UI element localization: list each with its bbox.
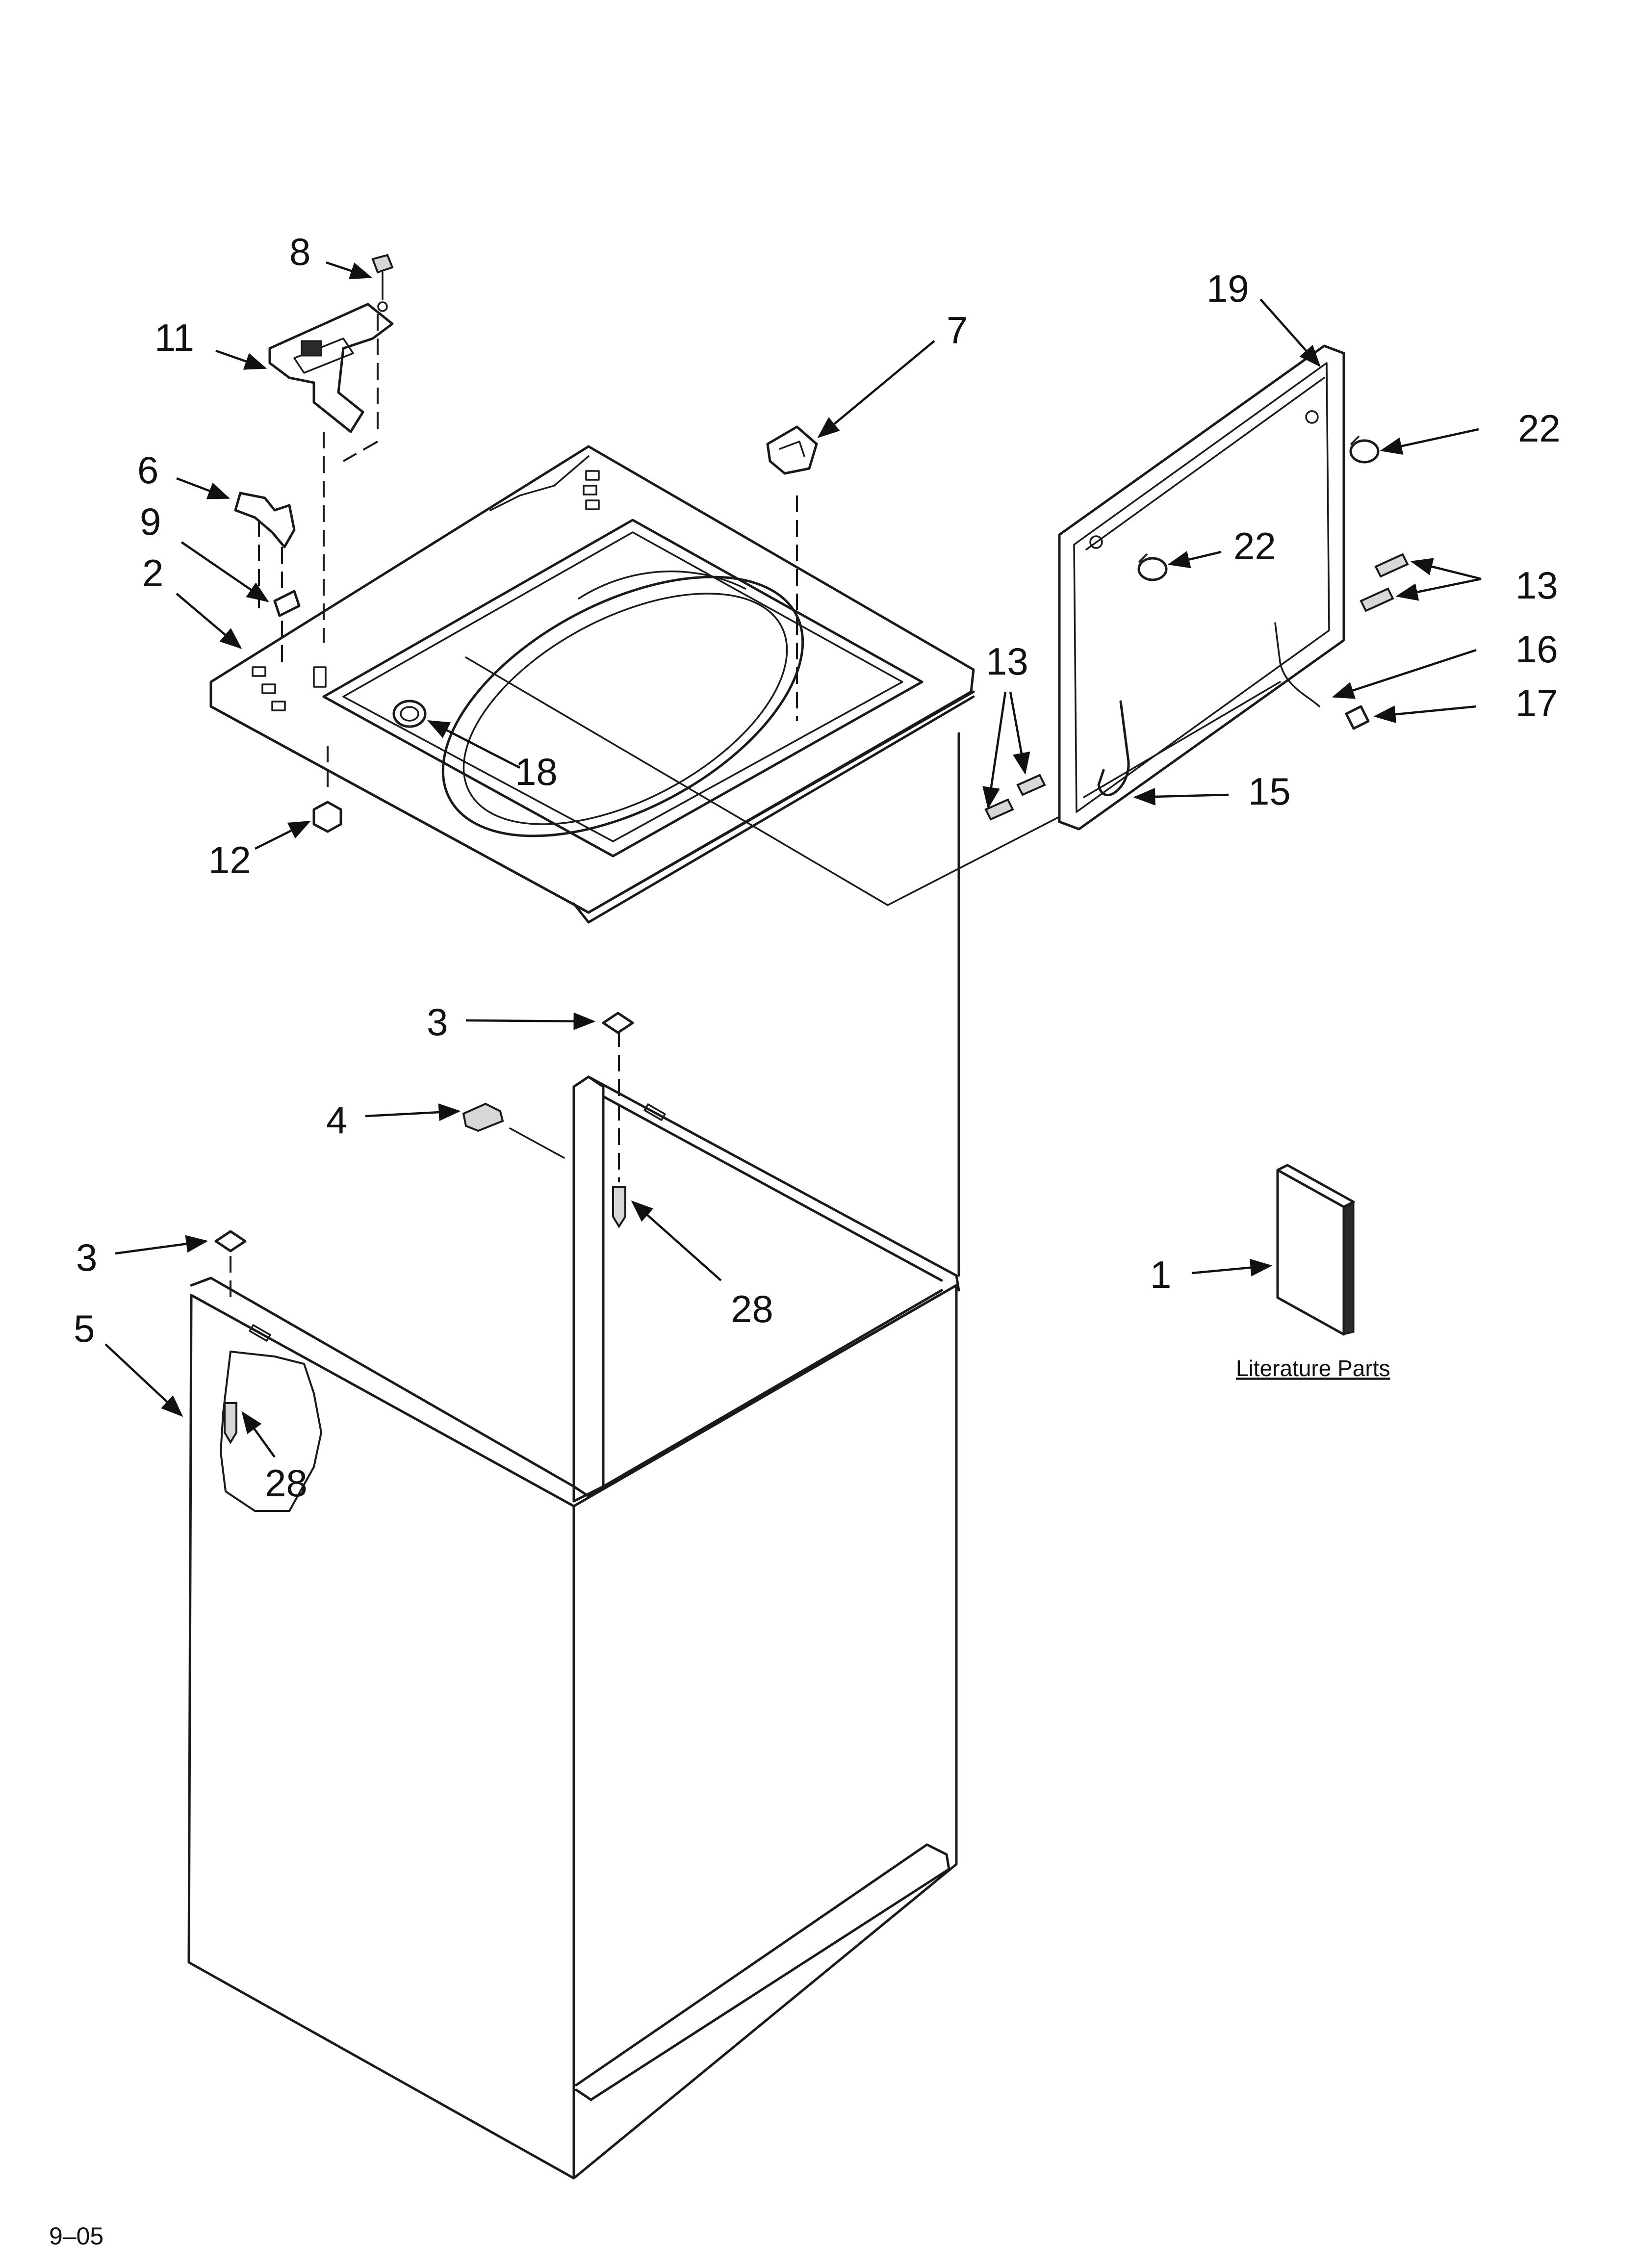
callout-3-upper: 3 [427,1000,448,1043]
callout-8: 8 [289,230,310,273]
pad-7 [766,425,818,721]
literature-parts-book [1276,1164,1355,1336]
bumper-22-upper [1349,436,1380,464]
callout-15: 15 [1248,770,1291,813]
callout-22-upper: 22 [1518,407,1561,450]
callout-28-upper: 28 [731,1287,773,1330]
clip-3-upper [602,1012,634,1034]
screw-4 [462,1102,565,1159]
literature-parts-label: Literature Parts [1236,1356,1390,1381]
callout-18: 18 [515,750,558,793]
nut-12 [312,746,342,833]
callout-5: 5 [74,1307,95,1350]
screw-28-lower [224,1402,237,1444]
callout-2: 2 [142,551,163,595]
screws-13-right [1360,553,1409,612]
cabinet-5 [187,732,960,2180]
callout-6: 6 [137,448,158,492]
callout-7: 7 [947,309,968,352]
callout-13-right: 13 [1515,564,1558,607]
callout-22-lower: 22 [1233,524,1276,568]
callout-3-lower: 3 [76,1236,97,1279]
callout-16: 16 [1515,627,1558,671]
callout-11: 11 [154,316,194,359]
callout-1: 1 [1150,1253,1171,1296]
top-panel [209,445,975,924]
screw-8 [371,254,394,312]
lid-19 [1058,344,1345,831]
callout-4: 4 [326,1098,347,1142]
bumper-18 [392,700,427,728]
bumper-22-lower [1137,553,1168,581]
callout-13-left: 13 [986,640,1028,683]
callout-17: 17 [1515,681,1558,725]
screws-13-left [984,774,1046,821]
lid-switch-assembly [268,303,394,643]
callout-arrows [104,261,1482,1458]
callout-9: 9 [140,500,161,543]
clip-3-lower [214,1230,247,1305]
screw-28-upper [612,1030,626,1228]
callout-19: 19 [1206,267,1249,310]
callout-12: 12 [208,838,251,882]
footer-code: 9–05 [49,2222,103,2250]
cap-17 [1345,705,1370,730]
clip-9 [273,590,301,617]
callout-28-lower: 28 [265,1461,308,1505]
callout-labels: 8 11 7 19 22 22 6 9 2 13 13 16 17 15 18 … [49,230,1561,2250]
